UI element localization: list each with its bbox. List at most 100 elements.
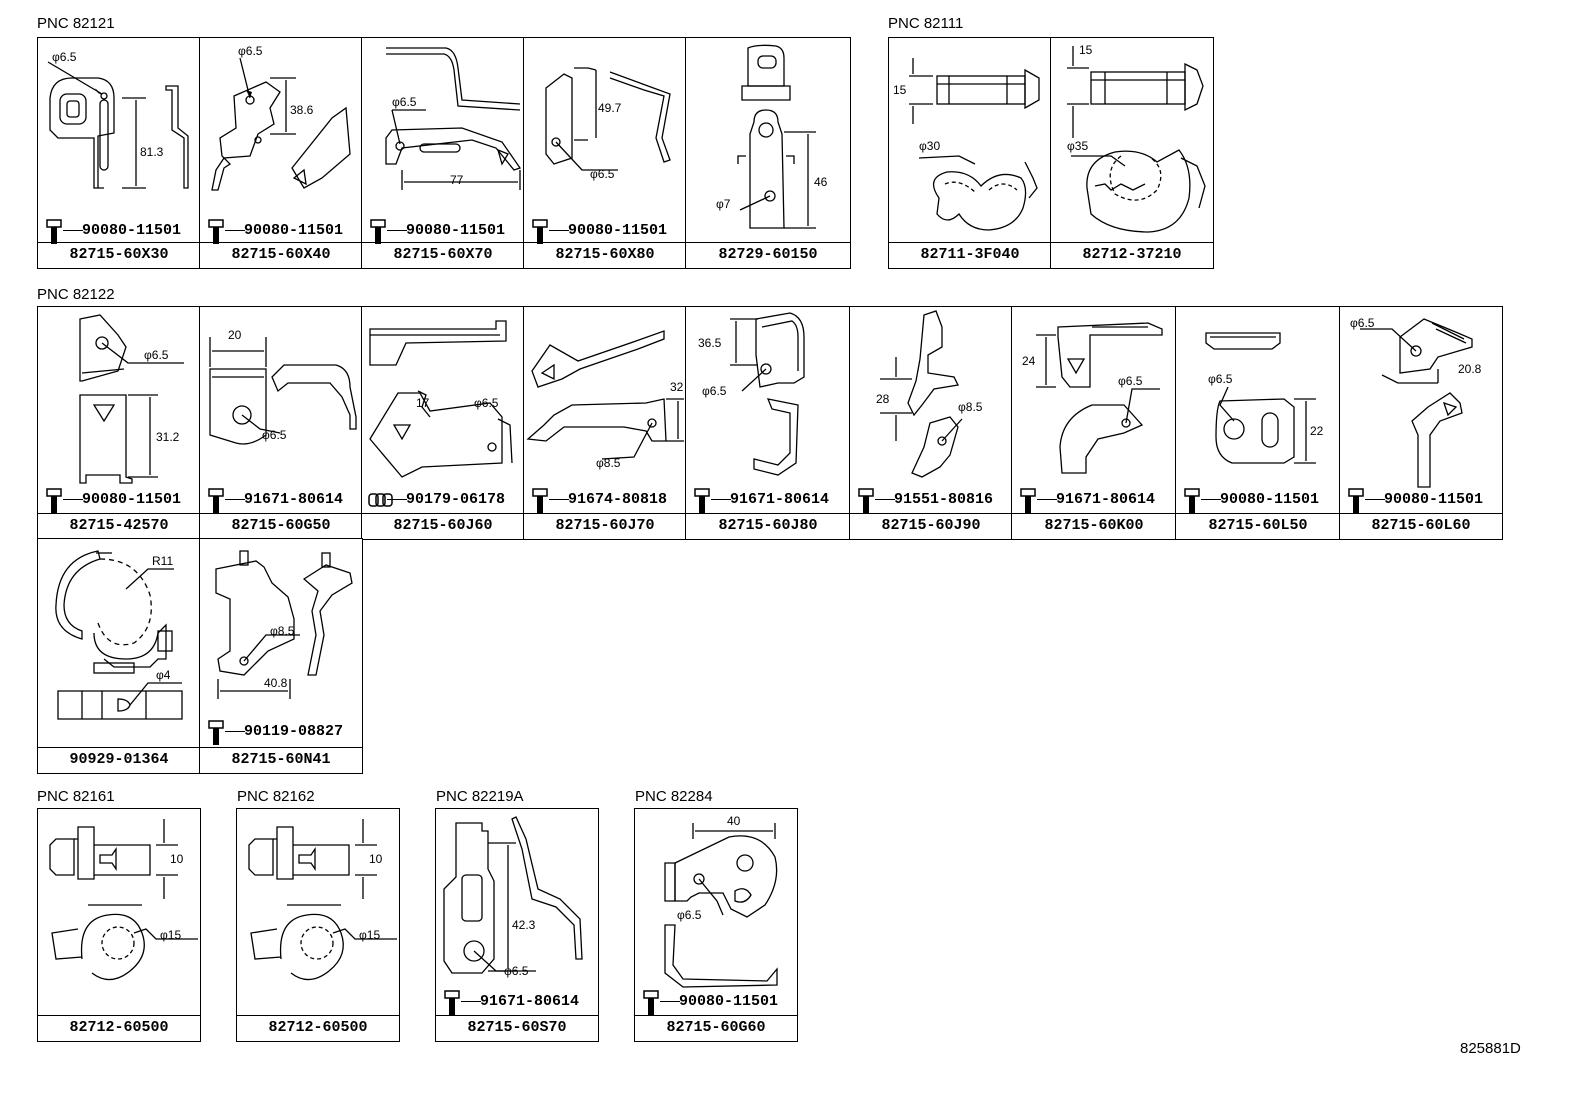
bolt-icon [532,219,548,244]
fitting-row: 90080-11501 [200,218,362,244]
part-number-label[interactable]: 90929-01364 [38,747,200,773]
fitting-row: 90179-06178 [362,487,524,513]
part-number-label[interactable]: 82715-60X70 [362,242,524,268]
part-cell-82715-60j80[interactable]: 36.5 φ6.5 91671-80614 82715-60J80 [685,306,851,540]
part-number-label[interactable]: 82715-60J90 [850,513,1012,539]
fitting-part-number[interactable]: 90080-11501 [82,222,182,239]
fitting-part-number[interactable]: 90080-11501 [568,222,668,239]
part-cell-82729-60150[interactable]: φ7 46 82729-60150 [685,37,851,269]
dim-label: 20 [228,328,242,342]
fitting-part-number[interactable]: 90080-11501 [1384,491,1484,508]
bracket-drawing: φ6.5 31.2 [79,314,184,484]
fitting-part-number[interactable]: 90119-08827 [244,723,344,740]
part-number-label[interactable]: 82715-60L60 [1340,513,1502,539]
part-number-label[interactable]: 82715-60J70 [524,513,686,539]
part-cell-82715-60k00[interactable]: 24 φ6.5 91671-80614 82715-60K00 [1011,306,1177,540]
dim-label: 10 [170,852,184,866]
dim-label: 40 [727,814,741,828]
fitting-part-number[interactable]: 91671-80614 [1056,491,1156,508]
bracket-drawing: φ6.5 77 [385,47,522,190]
fitting-part-number[interactable]: 91671-80614 [480,993,580,1010]
part-number-label[interactable]: 82715-60L50 [1176,513,1340,539]
bolt-icon [208,720,224,745]
pnc-label-82162: PNC 82162 [237,788,315,805]
fitting-part-number[interactable]: 91674-80818 [568,491,668,508]
part-cell-82715-60s70[interactable]: 42.3 φ6.5 91671-80614 82715-60S70 [435,808,599,1042]
dim-label: 17 [416,396,430,410]
bolt-icon [444,990,460,1015]
bracket-drawing: 28 φ8.5 [876,310,983,478]
fitting-part-number[interactable]: 90080-11501 [679,993,779,1010]
fitting-part-number[interactable]: 91671-80614 [244,491,344,508]
part-number-label[interactable]: 82715-60X30 [38,242,200,268]
part-cell-82715-42570[interactable]: φ6.5 31.2 90080-11501 82715-42570 [37,306,201,540]
fitting-row: 90080-11501 [38,218,200,244]
part-cell-82715-60n41[interactable]: φ8.5 40.8 90119-08827 82715-60N41 [199,538,363,774]
part-cell-82715-60x30[interactable]: φ6.5 81.3 90080-11501 82715-60X30 [37,37,201,269]
part-number-label[interactable]: 82715-60S70 [436,1015,598,1041]
part-cell-82715-60j90[interactable]: 28 φ8.5 91551-80816 82715-60J90 [849,306,1013,540]
dim-label: φ30 [919,139,940,153]
dim-label: φ6.5 [144,348,169,362]
fitting-part-number[interactable]: 90080-11501 [82,491,182,508]
fitting-part-number[interactable]: 90080-11501 [244,222,344,239]
part-cell-82715-60g50[interactable]: 20 φ6.5 91671-80614 82715-60G50 [199,306,363,540]
bracket-drawing: 40 φ6.5 [664,814,778,988]
clamp-drawing: 15 φ30 [893,58,1040,231]
fitting-part-number[interactable]: 90080-11501 [406,222,506,239]
fitting-part-number[interactable]: 90179-06178 [406,491,506,508]
dim-label: φ15 [160,928,181,942]
part-number-label[interactable]: 82729-60150 [686,242,850,268]
part-cell-82715-60j70[interactable]: 32 φ8.5 91674-80818 82715-60J70 [523,306,687,540]
bolt-icon [1020,488,1036,513]
dim-label: 77 [450,173,464,187]
part-cell-82715-60j60[interactable]: 17 φ6.5 90179-06178 82715-60J60 [361,306,525,540]
bolt-icon [1348,488,1364,513]
part-number-label[interactable]: 82715-60K00 [1012,513,1176,539]
part-number-label[interactable]: 82712-60500 [237,1015,399,1041]
part-number-label[interactable]: 82712-60500 [38,1015,200,1041]
part-number-label[interactable]: 82715-60X80 [524,242,686,268]
part-cell-82712-60500-b[interactable]: 10 φ15 82712-60500 [236,808,400,1042]
pnc-label-82219a: PNC 82219A [436,788,524,805]
dim-label: φ6.5 [590,167,615,181]
bolt-icon [46,219,62,244]
part-number-label[interactable]: 82712-37210 [1051,242,1213,268]
bracket-drawing: 49.7 φ6.5 [545,67,671,181]
part-cell-82711-3f040[interactable]: 15 φ30 82711-3F040 [888,37,1052,269]
dim-label: φ15 [359,928,380,942]
part-number-label[interactable]: 82715-60G60 [635,1015,797,1041]
part-cell-82715-60x40[interactable]: φ6.5 38.6 90080-11501 82715-60X40 [199,37,363,269]
part-number-label[interactable]: 82711-3F040 [889,242,1051,268]
dim-label: 42.3 [512,918,536,932]
part-number-label[interactable]: 82715-60X40 [200,242,362,268]
part-cell-82712-37210[interactable]: 15 φ35 82712-37210 [1050,37,1214,269]
bracket-drawing: φ6.5 81.3 [47,50,189,189]
fitting-row: 91674-80818 [524,487,686,513]
part-number-label[interactable]: 82715-60J60 [362,513,524,539]
part-number-label[interactable]: 82715-60N41 [200,747,362,773]
part-cell-90929-01364[interactable]: R11 φ4 90929-01364 [37,538,201,774]
dim-label: 31.2 [156,430,180,444]
dim-label: φ4 [156,668,171,682]
part-cell-82715-60x70[interactable]: φ6.5 77 90080-11501 82715-60X70 [361,37,525,269]
dim-label: 46 [814,175,828,189]
part-cell-82715-60l50[interactable]: φ6.5 22 90080-11501 82715-60L50 [1175,306,1341,540]
fitting-row: 91551-80816 [850,487,1012,513]
dim-label: φ8.5 [270,624,295,638]
dim-label: 36.5 [698,336,722,350]
fitting-part-number[interactable]: 90080-11501 [1220,491,1320,508]
dim-label: 32 [670,380,684,394]
part-cell-82715-60g60[interactable]: 40 φ6.5 90080-11501 82715-60G60 [634,808,798,1042]
dim-label: 49.7 [598,101,622,115]
part-number-label[interactable]: 82715-60G50 [200,513,362,539]
part-cell-82715-60l60[interactable]: φ6.5 20.8 90080-11501 82715-60L60 [1339,306,1503,540]
part-cell-82712-60500-a[interactable]: 10 φ15 82712-60500 [37,808,201,1042]
dim-label: φ6.5 [702,384,727,398]
part-cell-82715-60x80[interactable]: 49.7 φ6.5 90080-11501 82715-60X80 [523,37,687,269]
bolt-icon [532,488,548,513]
part-number-label[interactable]: 82715-42570 [38,513,200,539]
fitting-part-number[interactable]: 91671-80614 [730,491,830,508]
fitting-part-number[interactable]: 91551-80816 [894,491,994,508]
part-number-label[interactable]: 82715-60J80 [686,513,850,539]
